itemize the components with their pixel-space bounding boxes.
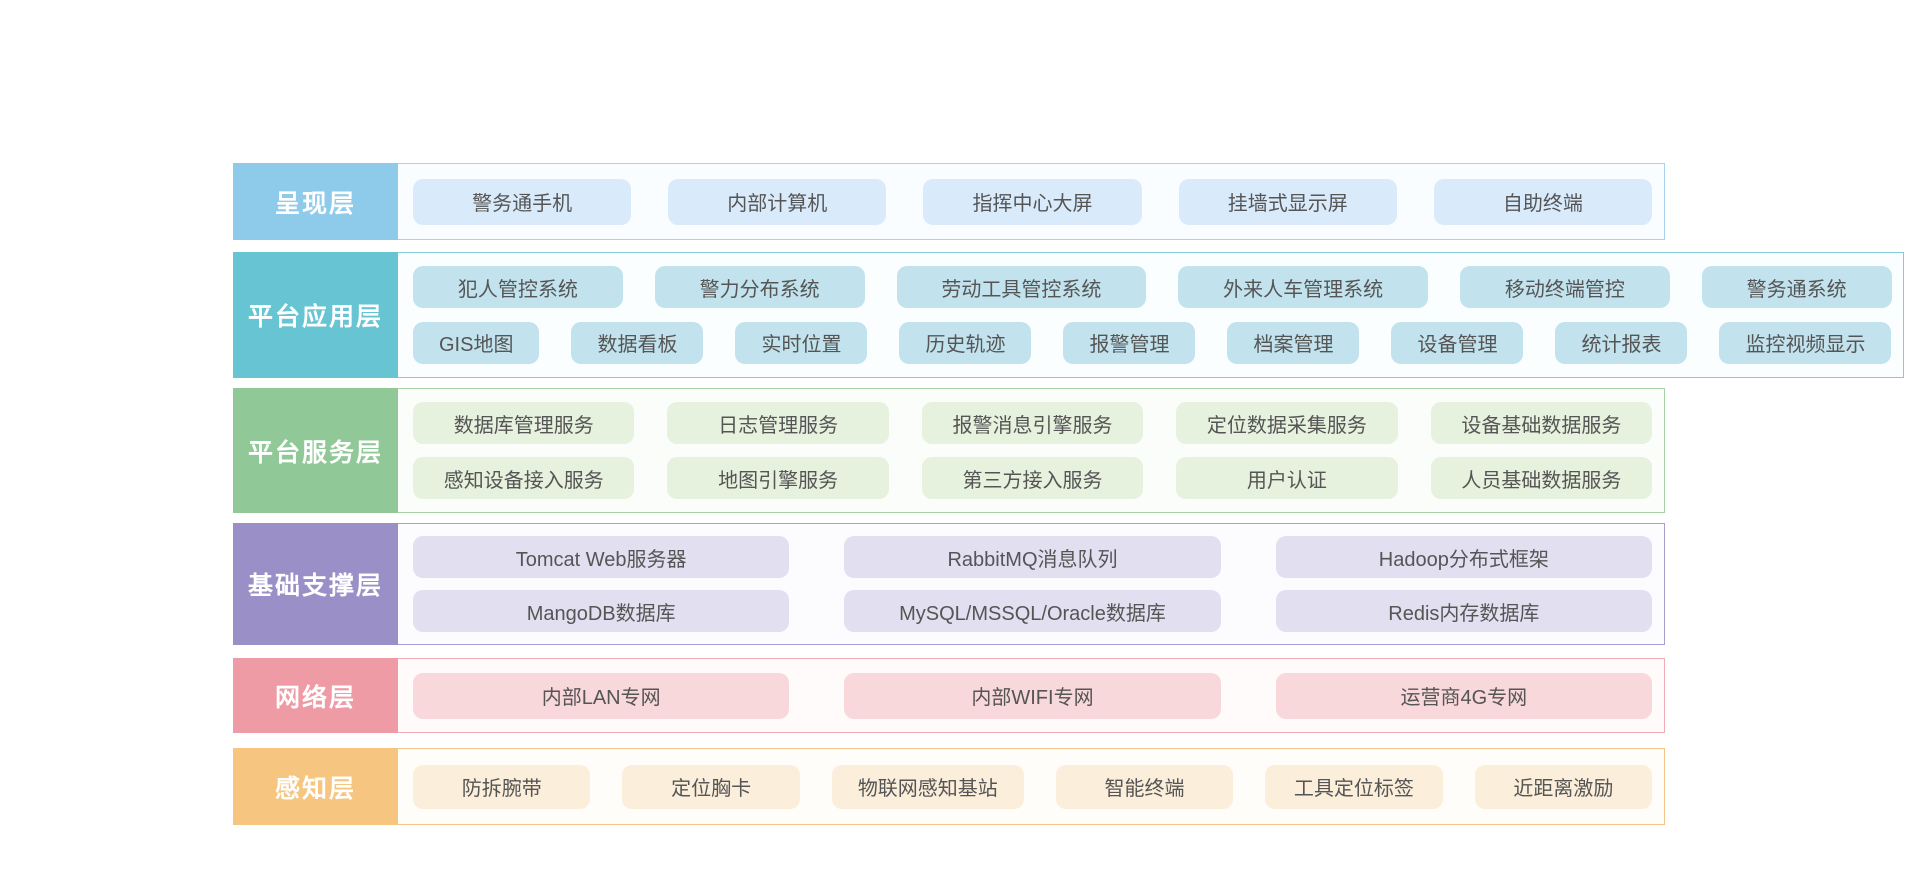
layer-item: 设备基础数据服务 <box>1430 402 1653 444</box>
layer-item: GIS地图 <box>413 321 540 364</box>
layer-item: 数据看板 <box>571 321 704 364</box>
layer-row-network: 网络层内部LAN专网 内部WIFI专网 运营商4G专网 <box>233 658 1665 733</box>
layer-item: 报警管理 <box>1063 321 1196 364</box>
layer-item: Redis内存数据库 <box>1275 590 1652 632</box>
layer-item: 内部计算机 <box>668 178 887 225</box>
layer-row-platform-app: 平台应用层犯人管控系统警力分布系统劳动工具管控系统外来人车管理系统移动终端管控警… <box>233 252 1905 378</box>
layer-item: 定位胸卡 <box>622 764 800 809</box>
layer-item: 历史轨迹 <box>899 321 1032 364</box>
layer-item: 统计报表 <box>1555 321 1688 364</box>
layer-row-presentation: 呈现层警务通手机内部计算机指挥中心大屏挂墙式显示屏自助终端 <box>233 163 1665 240</box>
layer-item: 监控视频显示 <box>1719 321 1892 364</box>
item-row: 犯人管控系统警力分布系统劳动工具管控系统外来人车管理系统移动终端管控警务通系统 <box>413 266 1892 309</box>
layer-label-platform-app: 平台应用层 <box>233 252 398 378</box>
layer-item: 内部WIFI专网 <box>844 672 1221 719</box>
layer-content-presentation: 警务通手机内部计算机指挥中心大屏挂墙式显示屏自助终端 <box>398 163 1665 240</box>
layer-item: 内部LAN专网 <box>413 672 790 719</box>
layer-item: 用户认证 <box>1176 457 1398 499</box>
layer-item: 日志管理服务 <box>667 402 889 444</box>
item-row: 防拆腕带定位胸卡物联网感知基站智能终端工具定位标签近距离激励 <box>413 764 1653 809</box>
layer-item: 劳动工具管控系统 <box>896 266 1147 309</box>
item-row: 内部LAN专网 内部WIFI专网 运营商4G专网 <box>413 672 1652 719</box>
layer-item: 定位数据采集服务 <box>1176 402 1398 444</box>
layer-item: 警力分布系统 <box>654 266 865 309</box>
layer-item: 档案管理 <box>1227 321 1360 364</box>
layer-item: 工具定位标签 <box>1265 764 1443 809</box>
layer-item: 人员基础数据服务 <box>1430 457 1653 499</box>
layer-content-platform-app: 犯人管控系统警力分布系统劳动工具管控系统外来人车管理系统移动终端管控警务通系统 G… <box>398 252 1905 378</box>
layer-item: 智能终端 <box>1055 764 1234 809</box>
layer-item: Tomcat Web服务器 <box>413 536 790 578</box>
layer-content-platform-service: 数据库管理服务日志管理服务报警消息引擎服务定位数据采集服务设备基础数据服务感知设… <box>398 388 1665 513</box>
layer-row-infrastructure: 基础支撑层 Tomcat Web服务器 RabbitMQ消息队列 Hadoop分布式框… <box>233 523 1665 645</box>
layer-item: 移动终端管控 <box>1460 266 1670 309</box>
layer-label-infrastructure: 基础支撑层 <box>233 523 398 645</box>
layer-row-platform-service: 平台服务层数据库管理服务日志管理服务报警消息引擎服务定位数据采集服务设备基础数据… <box>233 388 1665 513</box>
layer-item: 实时位置 <box>735 321 868 364</box>
layer-item: 地图引擎服务 <box>667 457 889 499</box>
item-row: 警务通手机内部计算机指挥中心大屏挂墙式显示屏自助终端 <box>413 178 1653 225</box>
layer-item: 防拆腕带 <box>413 764 591 809</box>
item-row: 数据库管理服务日志管理服务报警消息引擎服务定位数据采集服务设备基础数据服务 <box>413 402 1653 444</box>
layer-item: 警务通手机 <box>413 178 632 225</box>
layer-item: 自助终端 <box>1433 178 1653 225</box>
layer-row-perception: 感知层防拆腕带定位胸卡物联网感知基站智能终端工具定位标签近距离激励 <box>233 748 1665 825</box>
item-row: MangoDB数据库 MySQL/MSSQL/Oracle数据库 Redis内存数据… <box>413 590 1652 632</box>
layer-item: 犯人管控系统 <box>413 266 623 309</box>
layer-item: 报警消息引擎服务 <box>921 402 1144 444</box>
layer-item: 数据库管理服务 <box>413 402 635 444</box>
layer-item: MangoDB数据库 <box>413 590 790 632</box>
layer-item: Hadoop分布式框架 <box>1275 536 1652 578</box>
item-row: Tomcat Web服务器 RabbitMQ消息队列 Hadoop分布式框架 <box>413 536 1652 578</box>
item-row: 感知设备接入服务地图引擎服务第三方接入服务用户认证人员基础数据服务 <box>413 457 1653 499</box>
layer-item: 警务通系统 <box>1701 266 1892 309</box>
layer-item: 外来人车管理系统 <box>1178 266 1428 309</box>
layer-content-infrastructure: Tomcat Web服务器 RabbitMQ消息队列 Hadoop分布式框架 Mang… <box>398 523 1665 645</box>
layer-item: 运营商4G专网 <box>1275 672 1652 719</box>
layer-item: 感知设备接入服务 <box>413 457 635 499</box>
layer-item: 指挥中心大屏 <box>923 178 1142 225</box>
layer-content-perception: 防拆腕带定位胸卡物联网感知基站智能终端工具定位标签近距离激励 <box>398 748 1665 825</box>
layer-content-network: 内部LAN专网 内部WIFI专网 运营商4G专网 <box>398 658 1665 733</box>
layer-label-platform-service: 平台服务层 <box>233 388 398 513</box>
layer-item: MySQL/MSSQL/Oracle数据库 <box>844 590 1221 632</box>
layer-stack: 呈现层警务通手机内部计算机指挥中心大屏挂墙式显示屏自助终端平台应用层犯人管控系统… <box>233 163 1905 825</box>
layer-item: 挂墙式显示屏 <box>1178 178 1397 225</box>
layer-item: 设备管理 <box>1391 321 1524 364</box>
layer-label-presentation: 呈现层 <box>233 163 398 240</box>
layer-item: 第三方接入服务 <box>921 457 1144 499</box>
layer-item: 物联网感知基站 <box>831 764 1024 809</box>
layer-item: RabbitMQ消息队列 <box>844 536 1221 578</box>
layer-label-network: 网络层 <box>233 658 398 733</box>
layer-label-perception: 感知层 <box>233 748 398 825</box>
item-row: GIS地图数据看板实时位置历史轨迹报警管理档案管理设备管理统计报表监控视频显示 <box>413 321 1892 364</box>
layer-item: 近距离激励 <box>1474 764 1653 809</box>
